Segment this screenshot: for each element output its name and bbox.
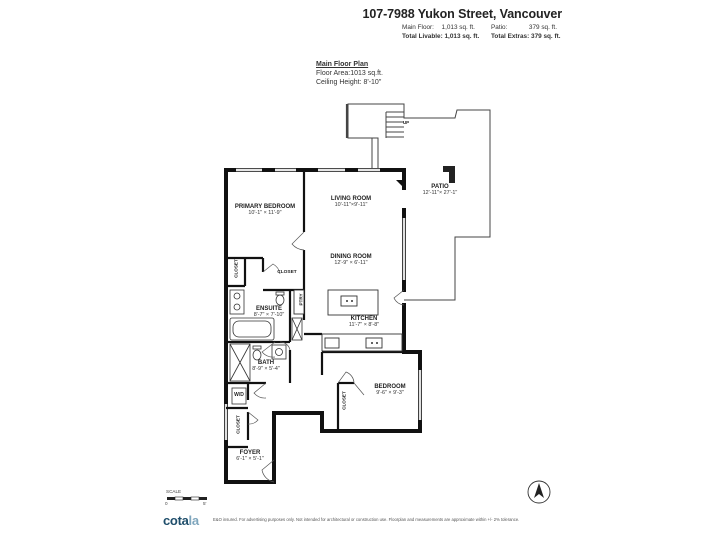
room-primary-bedroom: PRIMARY BEDROOM 10'-1" × 11'-9" xyxy=(232,204,298,216)
total-livable-label: Total Livable: xyxy=(402,33,443,40)
plan-ceiling: Ceiling Height: 8'-10" xyxy=(316,79,382,86)
closet-label-foyer: CLOSET xyxy=(235,415,241,434)
scale-end: 5' xyxy=(203,501,207,506)
logo-main: cota xyxy=(163,513,189,528)
primary-bedroom-name: PRIMARY BEDROOM xyxy=(234,204,296,210)
bedroom-name: BEDROOM xyxy=(374,384,406,390)
north-arrow-icon xyxy=(527,480,551,504)
bedroom-dims: 9'-6" × 9'-3" xyxy=(376,390,404,396)
bath-dims: 8'-9" × 5'-4" xyxy=(252,366,280,372)
room-bath: BATH 8'-9" × 5'-4" xyxy=(244,360,288,372)
foyer-dims: 6'-1" × 5'-1" xyxy=(236,456,264,462)
disclaimer-text: E&O insured. For advertising purposes on… xyxy=(213,517,520,522)
patio-stat: Patio: 379 sq. ft. xyxy=(491,24,557,31)
window-panes xyxy=(225,169,421,440)
closet-label-walk-in: CLOSET xyxy=(277,270,297,275)
closet-label-primary: CLOSET xyxy=(233,259,239,278)
washer-dryer-label: W/D xyxy=(234,392,244,398)
patio-outline xyxy=(345,103,491,301)
patio-value: 379 sq. ft. xyxy=(528,24,557,31)
plan-heading: Main Floor Plan Floor Area:1013 sq.ft. C… xyxy=(316,60,383,87)
room-ensuite: ENSUITE 8'-7" × 7'-10" xyxy=(246,306,292,318)
plan-title: Main Floor Plan xyxy=(316,61,369,68)
room-kitchen: KITCHEN 11'-7" × 8'-8" xyxy=(336,316,392,328)
scale-bar xyxy=(167,496,207,501)
total-extras-label: Total Extras: xyxy=(491,33,530,40)
kitchen-counters xyxy=(293,289,403,352)
living-room-dims: 10'-11"×9'-11" xyxy=(334,202,368,208)
room-living-room: LIVING ROOM 10'-11"×9'-11" xyxy=(318,196,384,208)
bathroom-fixtures xyxy=(229,289,303,405)
scale-start: 0 xyxy=(165,501,168,506)
bath-name: BATH xyxy=(257,360,275,366)
main-floor-stat: Main Floor: 1,013 sq. ft. xyxy=(402,24,475,31)
room-dining-room: DINING ROOM 12'-9" × 6'-11" xyxy=(318,254,384,266)
patio-name: PATIO xyxy=(431,184,449,190)
dining-room-name: DINING ROOM xyxy=(330,254,372,260)
kitchen-dims: 11'-7" × 8'-8" xyxy=(348,322,380,328)
cotala-logo: cotala xyxy=(163,513,199,528)
living-room-name: LIVING ROOM xyxy=(330,196,372,202)
total-extras-value: 379 sq. ft. xyxy=(531,33,561,40)
patio-column xyxy=(443,166,455,183)
interior-walls xyxy=(226,170,404,449)
patio-dims: 12'-11"× 27'-1" xyxy=(422,190,458,196)
door-swings xyxy=(247,231,405,483)
ensuite-name: ENSUITE xyxy=(255,306,282,312)
total-livable-stat: Total Livable: 1,013 sq. ft. xyxy=(402,33,479,40)
main-floor-label: Main Floor: xyxy=(402,24,434,31)
room-bedroom: BEDROOM 9'-6" × 9'-3" xyxy=(362,384,418,396)
stairs-up-label: UP xyxy=(403,120,410,125)
scale-label: SCALE xyxy=(166,489,182,494)
total-extras-stat: Total Extras: 379 sq. ft. xyxy=(491,33,561,40)
kitchen-name: KITCHEN xyxy=(350,316,378,322)
listing-address-title: 107-7988 Yukon Street, Vancouver xyxy=(362,7,563,21)
room-foyer: FOYER 6'-1" × 5'-1" xyxy=(228,450,272,462)
room-patio: PATIO 12'-11"× 27'-1" xyxy=(416,184,464,196)
closet-label-bedroom: CLOSET xyxy=(341,391,347,410)
patio-label: Patio: xyxy=(491,24,508,31)
dining-room-dims: 12'-9" × 6'-11" xyxy=(334,260,368,266)
ensuite-dims: 8'-7" × 7'-10" xyxy=(253,312,285,318)
main-floor-value: 1,013 sq. ft. xyxy=(441,24,475,31)
pantry-label: PTRY xyxy=(298,293,304,306)
plan-area: Floor Area:1013 sq.ft. xyxy=(316,70,383,77)
logo-accent: la xyxy=(188,513,200,528)
foyer-name: FOYER xyxy=(239,450,261,456)
primary-bedroom-dims: 10'-1" × 11'-9" xyxy=(248,210,282,216)
total-livable-value: 1,013 sq. ft. xyxy=(444,33,480,40)
